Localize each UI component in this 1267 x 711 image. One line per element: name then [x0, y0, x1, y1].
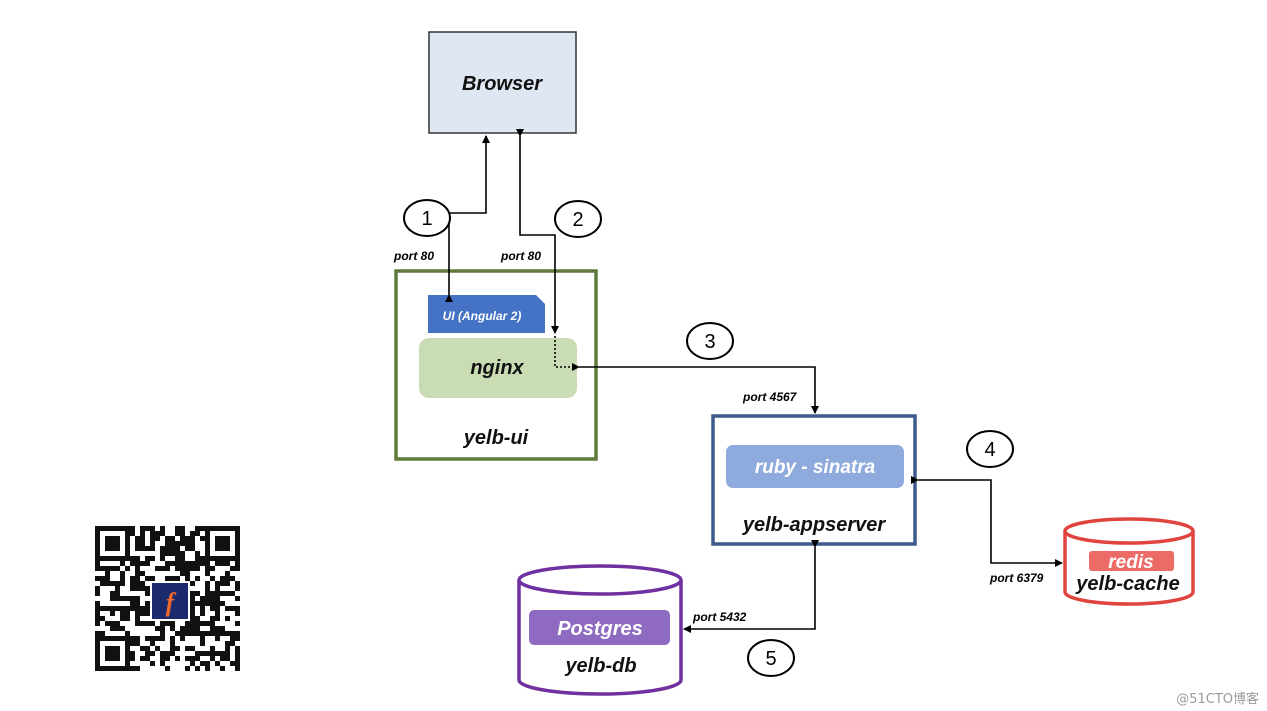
connector-2-dotted [554, 336, 577, 368]
step-1-circle [403, 199, 451, 237]
step-3-circle [686, 322, 734, 360]
step-4-circle [966, 430, 1014, 468]
redis-label: redis [1108, 552, 1153, 573]
step-1-label: 1 [421, 208, 432, 230]
step-2-label: 2 [572, 209, 583, 231]
postgres-label: Postgres [557, 618, 643, 640]
yelb-db-label: yelb-db [564, 655, 636, 677]
yelb-appserver-label: yelb-appserver [742, 514, 887, 536]
step-2-circle [554, 200, 602, 238]
port-label-1: port 80 [393, 249, 434, 263]
qr-logo-glyph: f [166, 588, 177, 617]
step-5-label: 5 [765, 648, 776, 670]
connector-4 [911, 476, 1063, 567]
port-label-2: port 80 [500, 249, 541, 263]
ruby-sinatra-label: ruby - sinatra [755, 457, 876, 478]
connector-3 [572, 363, 819, 414]
step-4-label: 4 [984, 439, 995, 461]
ui-angular-label: UI (Angular 2) [443, 309, 522, 323]
ruby-sinatra-box [726, 445, 904, 488]
step-3-label: 3 [704, 331, 715, 353]
connector-1 [445, 135, 490, 302]
yelb-appserver-node: ruby - sinatra yelb-appserver [711, 414, 917, 546]
connector-5 [683, 540, 819, 633]
qr-code: f [95, 526, 240, 671]
nginx-box [419, 338, 577, 398]
redis-box [1089, 551, 1174, 571]
yelb-ui-label: yelb-ui [463, 427, 529, 449]
watermark: @51CTO博客 [1176, 692, 1259, 707]
port-label-5: port 5432 [692, 610, 747, 624]
nginx-label: nginx [470, 357, 524, 379]
qr-logo [152, 583, 188, 619]
ui-angular-box [428, 295, 545, 333]
step-5-circle [747, 639, 795, 677]
browser-node: Browser [428, 31, 577, 134]
connector-2 [516, 129, 559, 334]
yelb-cache-node: redis yelb-cache [1063, 517, 1195, 606]
yelb-db-node: Postgres yelb-db [517, 564, 683, 696]
port-label-4: port 6379 [989, 571, 1044, 585]
postgres-box [529, 610, 670, 645]
yelb-ui-node: UI (Angular 2) nginx yelb-ui [394, 269, 598, 461]
port-label-3: port 4567 [742, 390, 798, 404]
browser-label: Browser [462, 73, 543, 95]
yelb-cache-label: yelb-cache [1075, 573, 1179, 595]
